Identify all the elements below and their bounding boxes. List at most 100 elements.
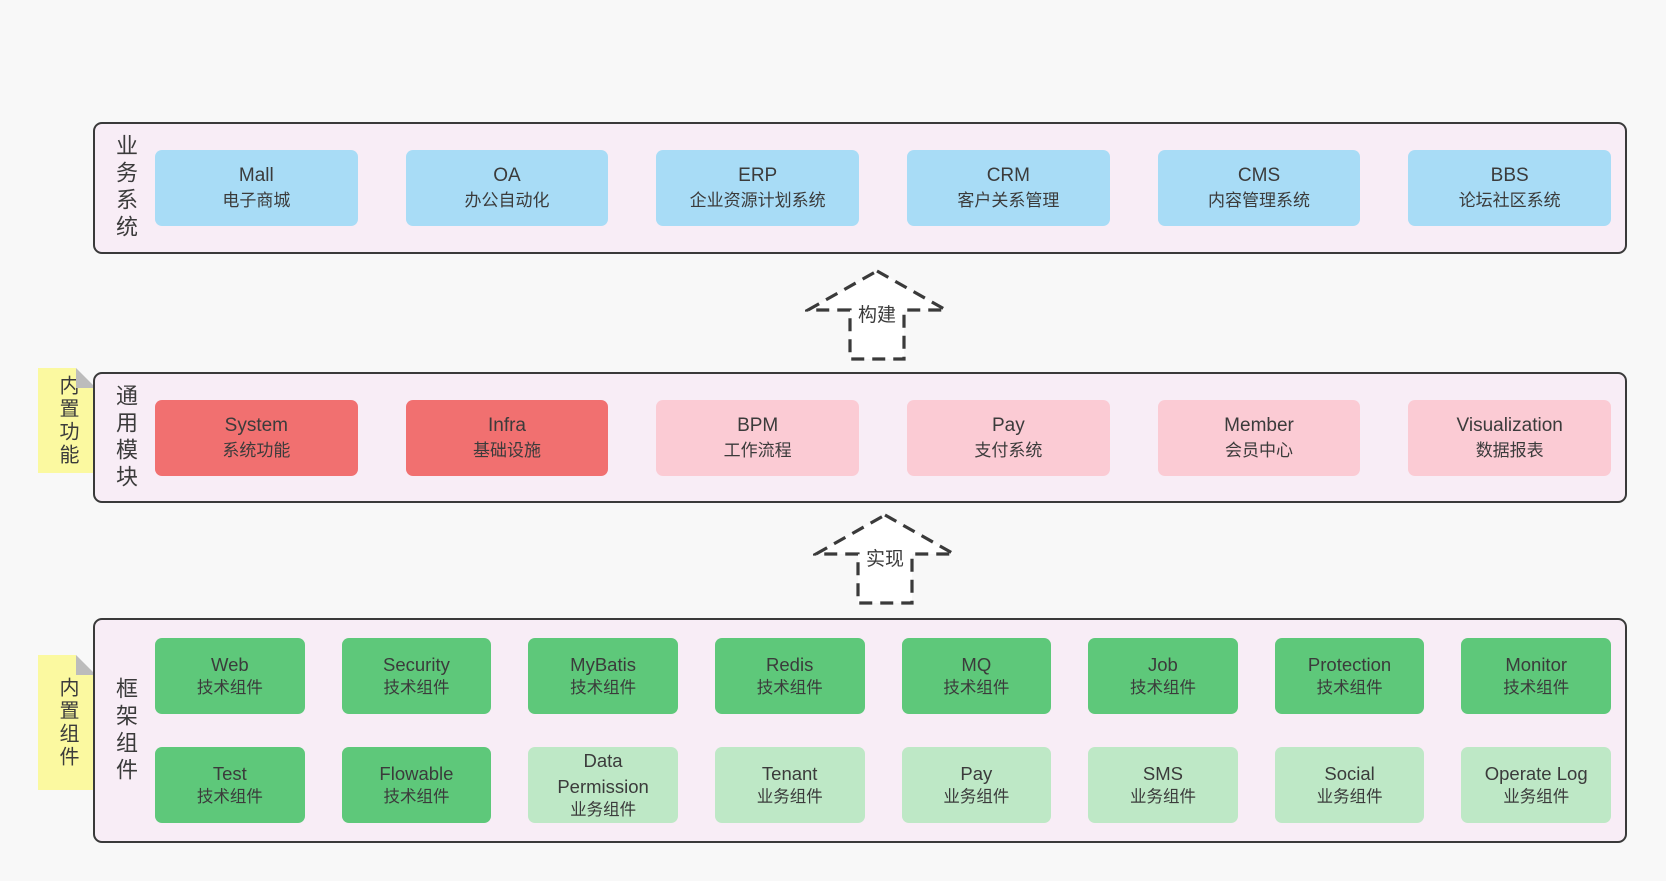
box-subtitle: 业务组件 xyxy=(1316,788,1383,807)
box-protection: Protection 技术组件 xyxy=(1274,638,1425,714)
box-title: Pay xyxy=(960,762,993,784)
box-title: MyBatis xyxy=(570,653,636,675)
box-subtitle: 业务组件 xyxy=(1129,788,1196,807)
box-pay: Pay 支付系统 xyxy=(907,399,1110,476)
box-title: Mall xyxy=(238,165,274,187)
box-subtitle: 业务组件 xyxy=(570,801,637,820)
box-subtitle: 业务组件 xyxy=(943,788,1010,807)
box-title: Data Permission xyxy=(557,750,649,797)
box-security: Security 技术组件 xyxy=(341,638,492,714)
box-title: Protection xyxy=(1307,653,1392,675)
box-infra: Infra 基础设施 xyxy=(405,399,609,476)
box-title: Test xyxy=(212,762,247,784)
arrow-label: 构建 xyxy=(854,299,900,328)
box-subtitle: 企业资源计划系统 xyxy=(689,191,826,211)
box-pay-biz: Pay 业务组件 xyxy=(901,747,1052,823)
band-business-systems: 业务系统 Mall 电子商城 OA 办公自动化 ERP 企业资源计划系统 CRM xyxy=(93,122,1627,254)
box-title: Social xyxy=(1324,762,1375,784)
box-title: Infra xyxy=(487,414,527,436)
box-subtitle: 技术组件 xyxy=(570,679,637,698)
box-mq: MQ 技术组件 xyxy=(901,638,1052,714)
box-subtitle: 技术组件 xyxy=(1316,679,1383,698)
box-oa: OA 办公自动化 xyxy=(405,150,609,226)
band-common-modules: 通用模块 System 系统功能 Infra 基础设施 BPM 工作流程 Pay xyxy=(93,372,1627,503)
band-label: 框架组件 xyxy=(95,620,155,841)
box-bbs: BBS 论坛社区系统 xyxy=(1408,150,1612,226)
box-subtitle: 工作流程 xyxy=(723,440,792,460)
box-erp: ERP 企业资源计划系统 xyxy=(656,150,860,226)
box-title: Visualization xyxy=(1456,414,1563,436)
box-title: Redis xyxy=(766,653,814,675)
box-title: BPM xyxy=(737,414,779,436)
box-title: CMS xyxy=(1237,165,1281,187)
band-label-text: 业务系统 xyxy=(113,134,138,242)
arrow-label: 实现 xyxy=(862,543,908,572)
box-subtitle: 内容管理系统 xyxy=(1208,191,1311,211)
box-subtitle: 办公自动化 xyxy=(464,191,550,211)
box-system: System 系统功能 xyxy=(155,399,358,476)
box-web: Web 技术组件 xyxy=(155,638,305,714)
box-title: Security xyxy=(383,653,450,675)
box-crm: CRM 客户关系管理 xyxy=(907,150,1110,226)
box-mybatis: MyBatis 技术组件 xyxy=(528,638,678,714)
box-subtitle: 技术组件 xyxy=(1129,679,1196,698)
box-data-permission: Data Permission 业务组件 xyxy=(528,747,678,823)
sticky-note-builtin-features: 内置功能 xyxy=(38,368,96,473)
box-flowable: Flowable 技术组件 xyxy=(341,747,492,823)
box-operate-log: Operate Log 业务组件 xyxy=(1461,747,1611,823)
band-label: 业务系统 xyxy=(95,124,155,252)
box-tenant: Tenant 业务组件 xyxy=(714,747,865,823)
box-title: Flowable xyxy=(379,762,454,784)
box-subtitle: 技术组件 xyxy=(196,788,263,807)
box-subtitle: 客户关系管理 xyxy=(957,191,1060,211)
box-subtitle: 技术组件 xyxy=(943,679,1010,698)
box-subtitle: 基础设施 xyxy=(473,440,541,460)
box-title: Web xyxy=(210,653,249,675)
box-cms: CMS 内容管理系统 xyxy=(1157,150,1361,226)
band-label-text: 通用模块 xyxy=(113,383,138,492)
box-subtitle: 技术组件 xyxy=(383,788,450,807)
box-subtitle: 论坛社区系统 xyxy=(1458,191,1561,211)
sticky-note-builtin-components: 内置组件 xyxy=(38,655,96,790)
box-title: Pay xyxy=(991,414,1025,436)
box-title: Monitor xyxy=(1505,653,1568,675)
box-test: Test 技术组件 xyxy=(155,747,305,823)
box-subtitle: 会员中心 xyxy=(1225,440,1294,460)
box-title: BBS xyxy=(1490,165,1529,187)
box-redis: Redis 技术组件 xyxy=(714,638,865,714)
box-subtitle: 系统功能 xyxy=(222,440,291,460)
box-title: OA xyxy=(493,165,521,187)
box-title: SMS xyxy=(1142,762,1183,784)
box-bpm: BPM 工作流程 xyxy=(656,399,860,476)
dashed-up-arrow-implement: 实现 xyxy=(813,512,957,606)
box-visualization: Visualization 数据报表 xyxy=(1408,399,1612,476)
sticky-note-text: 内置组件 xyxy=(56,676,78,769)
box-subtitle: 电子商城 xyxy=(222,191,291,211)
box-subtitle: 支付系统 xyxy=(974,440,1043,460)
dashed-up-arrow-build: 构建 xyxy=(805,268,949,362)
box-mall: Mall 电子商城 xyxy=(155,150,358,226)
sticky-note-text: 内置功能 xyxy=(56,374,78,467)
box-title: CRM xyxy=(986,165,1030,187)
box-subtitle: 数据报表 xyxy=(1475,440,1544,460)
band-framework-components: 框架组件 Web 技术组件 Security 技术组件 MyBatis 技术组件 xyxy=(93,618,1627,843)
box-title: Tenant xyxy=(761,762,818,784)
box-title: Member xyxy=(1224,414,1294,436)
box-title: System xyxy=(224,414,289,436)
box-title: Job xyxy=(1148,653,1178,675)
box-monitor: Monitor 技术组件 xyxy=(1461,638,1611,714)
box-subtitle: 技术组件 xyxy=(1503,679,1570,698)
band-label: 通用模块 xyxy=(95,374,155,501)
box-subtitle: 技术组件 xyxy=(383,679,450,698)
box-subtitle: 技术组件 xyxy=(196,679,263,698)
box-member: Member 会员中心 xyxy=(1157,399,1361,476)
box-title: Operate Log xyxy=(1484,762,1588,784)
box-title: MQ xyxy=(961,653,992,675)
band-label-text: 框架组件 xyxy=(113,676,138,785)
box-subtitle: 技术组件 xyxy=(756,679,823,698)
box-title: ERP xyxy=(738,165,778,187)
box-job: Job 技术组件 xyxy=(1088,638,1238,714)
box-subtitle: 业务组件 xyxy=(756,788,823,807)
box-subtitle: 业务组件 xyxy=(1503,788,1570,807)
